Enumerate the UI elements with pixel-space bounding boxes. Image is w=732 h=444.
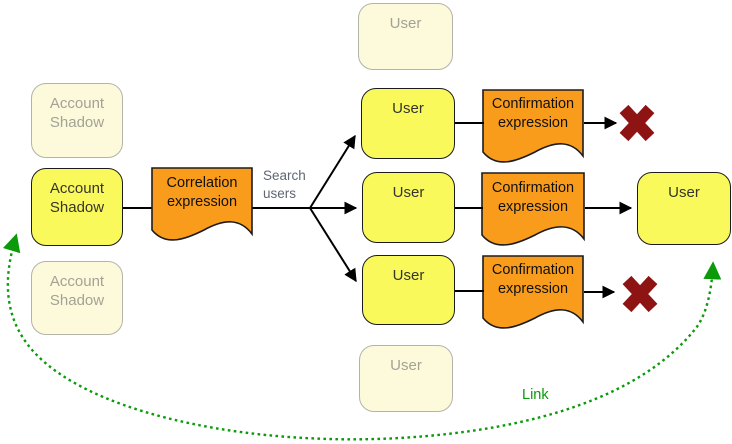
node-user-bottom: User (362, 255, 455, 325)
confirmation-expression-label-middle: Confirmation expression (491, 180, 575, 216)
node-account-shadow-active: Account Shadow (31, 168, 123, 246)
node-user-middle: User (362, 172, 455, 243)
node-label: Account Shadow (49, 95, 105, 131)
node-user-top: User (361, 88, 455, 159)
node-label: User (389, 15, 422, 32)
link-label: Link (522, 387, 549, 403)
node-user-faded-top: User (358, 3, 453, 70)
reject-x-icon-bottom (622, 275, 658, 313)
link-arc-arrow (2, 233, 722, 441)
node-label: Account Shadow (49, 180, 105, 216)
node-account-shadow-faded-top: Account Shadow (31, 83, 123, 158)
node-user-faded-bottom: User (359, 345, 453, 412)
node-account-shadow-faded-bottom: Account Shadow (31, 261, 123, 335)
node-user-result: User (637, 172, 731, 245)
node-label: User (392, 267, 425, 284)
node-label: Account Shadow (49, 273, 105, 309)
arrow-fan-to-user-top (309, 134, 356, 209)
confirmation-doc-shape-top (482, 89, 584, 163)
node-label: User (668, 184, 700, 201)
confirmation-expression-label-bottom: Confirmation expression (491, 262, 575, 298)
node-label: User (392, 184, 425, 201)
confirmation-expression-label-top: Confirmation expression (491, 96, 575, 132)
correlation-expression-label: Correlation expression (166, 175, 238, 211)
node-label: User (392, 100, 424, 117)
search-users-label: Search users (263, 168, 306, 201)
arrow-fan-to-user-bottom (309, 207, 357, 283)
reject-x-icon-top (619, 104, 655, 142)
node-label: User (390, 357, 422, 374)
